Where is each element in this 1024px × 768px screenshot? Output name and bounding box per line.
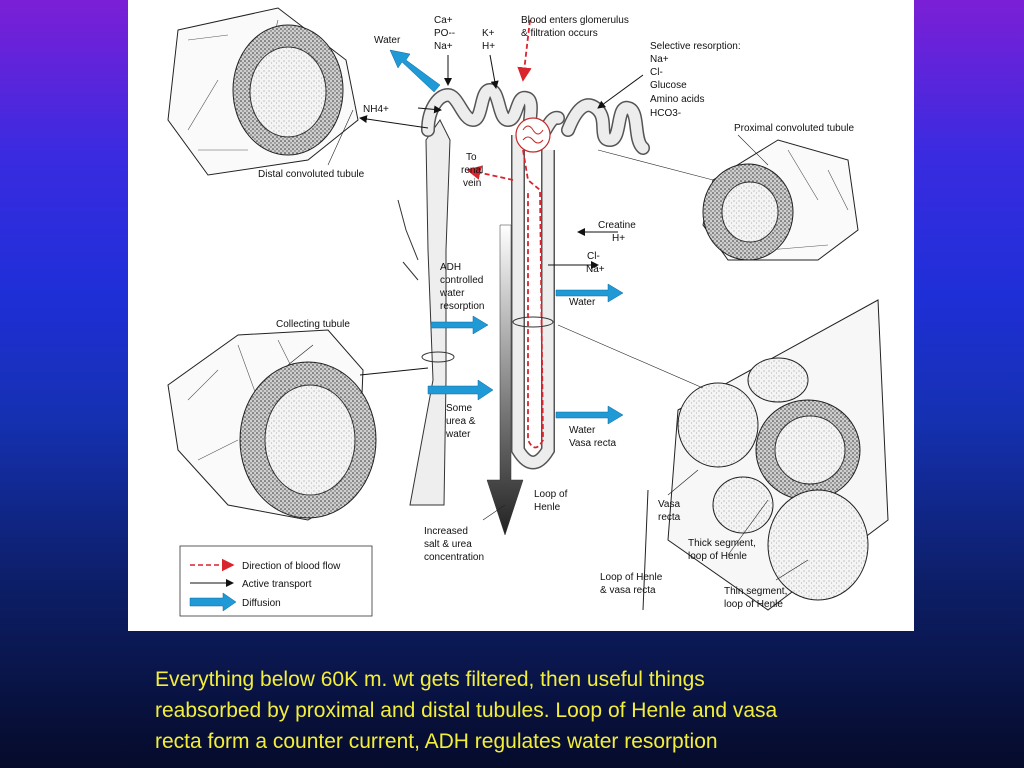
legend-blood-flow-label: Direction of blood flow: [242, 561, 341, 572]
water-top-arrow: [389, 49, 441, 93]
label-some-urea-2: urea &: [446, 416, 476, 427]
label-cl-mid: Cl-: [587, 251, 600, 262]
label-sel-cl: Cl-: [650, 67, 663, 78]
label-increased-3: concentration: [424, 552, 484, 563]
label-increased-1: Increased: [424, 526, 468, 537]
loop-vasa-cross-section: [642, 299, 889, 611]
adh-water-arrow: [430, 315, 489, 335]
label-na-mid: Na+: [586, 264, 605, 275]
label-vasa-recta-mid: Vasa recta: [569, 438, 616, 449]
label-proximal: Proximal convoluted tubule: [734, 123, 855, 134]
label-nh4: NH4+: [363, 104, 389, 115]
label-collecting: Collecting tubule: [276, 319, 350, 330]
nephron-diagram-svg: Water Ca+ PO-- Na+ K+ H+ Blood enters gl…: [167, 7, 889, 617]
label-some-urea-1: Some: [446, 403, 473, 414]
label-sel-amino: Amino acids: [650, 94, 704, 105]
caption-line-3: recta form a counter current, ADH regula…: [155, 730, 718, 753]
label-adh-1: ADH: [440, 262, 461, 273]
label-sel-glucose: Glucose: [650, 80, 687, 91]
legend: Direction of blood flow Active transport…: [179, 545, 373, 617]
label-h-top: H+: [482, 41, 495, 52]
label-h-mid: H+: [612, 233, 625, 244]
caption-line-2: reabsorbed by proximal and distal tubule…: [155, 699, 778, 722]
label-to-renal-2: renal: [461, 165, 483, 176]
blood-flow-path: [466, 19, 544, 449]
label-loop-vasa-1: Loop of Henle: [600, 572, 663, 583]
label-thick-1: Thick segment,: [688, 538, 756, 549]
label-water-low: Water: [569, 425, 596, 436]
label-ca: Ca+: [434, 15, 453, 26]
vasa-recta-flow: [522, 149, 544, 449]
distal-tubule-cross-section: [167, 7, 359, 176]
label-water-top: Water: [374, 35, 401, 46]
label-thin-2: loop of Henle: [724, 599, 783, 610]
legend-diffusion-label: Diffusion: [242, 598, 281, 609]
collecting-tubule-cross-section: [167, 329, 377, 521]
label-loop-2: Henle: [534, 502, 561, 513]
label-increased-2: salt & urea: [424, 539, 472, 550]
label-some-urea-3: water: [445, 429, 471, 440]
slide-caption: Everything below 60K m. wt gets filtered…: [155, 664, 955, 757]
active-transport-arrows: [359, 54, 644, 376]
label-vasa-2: recta: [658, 512, 681, 523]
label-adh-3: water: [439, 288, 465, 299]
legend-diffusion-icon: [189, 592, 237, 612]
nephron-diagram: Water Ca+ PO-- Na+ K+ H+ Blood enters gl…: [128, 0, 914, 631]
water-low-arrow: [555, 405, 624, 425]
label-water-mid: Water: [569, 297, 596, 308]
label-selective-1: Selective resorption:: [650, 41, 741, 52]
label-sel-hco3: HCO3-: [650, 108, 681, 119]
urea-water-arrow: [427, 379, 494, 401]
label-thick-2: loop of Henle: [688, 551, 747, 562]
label-adh-4: resorption: [440, 301, 484, 312]
label-po: PO--: [434, 28, 455, 39]
blood-enters-arrow: [517, 19, 532, 82]
label-k: K+: [482, 28, 495, 39]
concentration-gradient-arrow: [486, 224, 524, 536]
water-mid-arrow: [555, 283, 624, 303]
label-creatine: Creatine: [598, 220, 636, 231]
label-na-top: Na+: [434, 41, 453, 52]
diffusion-arrows: [389, 49, 624, 425]
label-sel-na: Na+: [650, 54, 669, 65]
label-vasa-1: Vasa: [658, 499, 680, 510]
label-thin-1: Thin segment,: [724, 586, 787, 597]
leader-lines: [287, 109, 809, 581]
proximal-tubule-cross-section: [702, 139, 859, 261]
collecting-tubule: [397, 119, 455, 506]
label-blood-enters-2: & filtration occurs: [521, 28, 598, 39]
legend-active-transport-label: Active transport: [242, 579, 312, 590]
label-distal: Distal convoluted tubule: [258, 169, 365, 180]
diagram-labels: Water Ca+ PO-- Na+ K+ H+ Blood enters gl…: [258, 15, 855, 610]
label-adh-2: controlled: [440, 275, 483, 286]
caption-line-1: Everything below 60K m. wt gets filtered…: [155, 668, 705, 691]
label-to-renal-3: vein: [463, 178, 481, 189]
label-blood-enters-1: Blood enters glomerulus: [521, 15, 629, 26]
nephron-tubule: [421, 82, 650, 470]
label-loop-vasa-2: & vasa recta: [600, 585, 656, 596]
label-to-renal-1: To: [466, 152, 477, 163]
label-loop-1: Loop of: [534, 489, 568, 500]
